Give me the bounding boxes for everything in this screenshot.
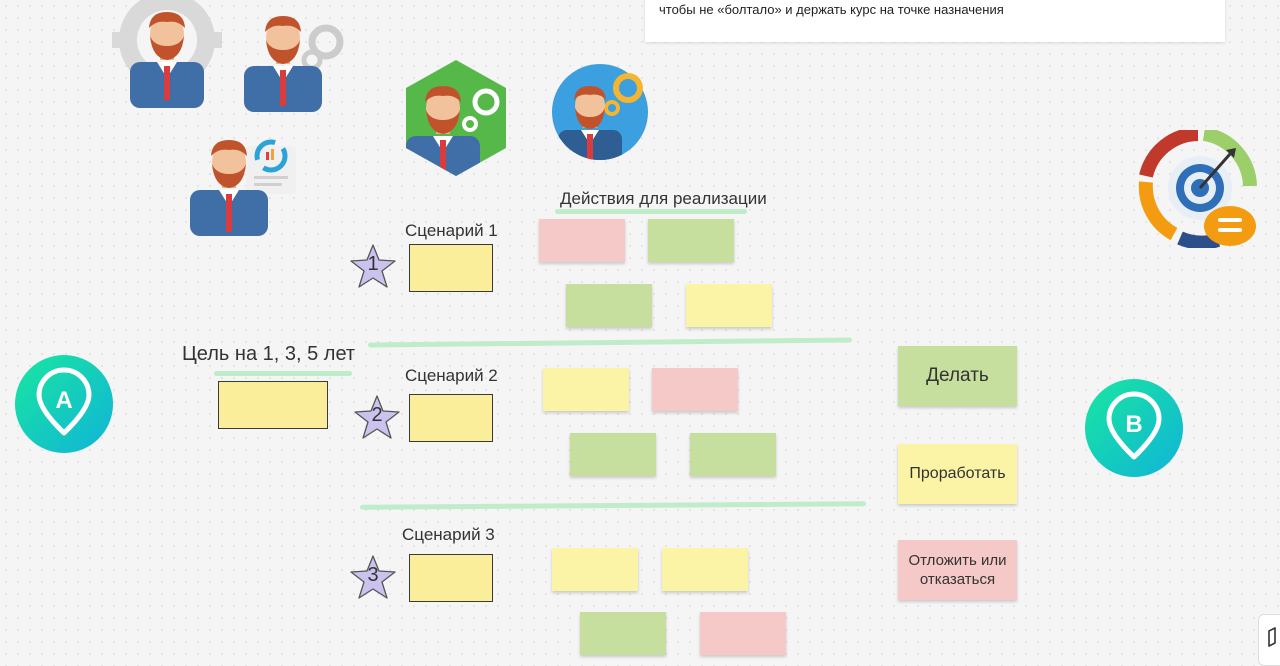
scenario-2-title: Сценарий 2 xyxy=(405,366,498,385)
scenario-3-title: Сценарий 3 xyxy=(402,525,495,544)
scenario-3-action-note[interactable] xyxy=(662,548,748,591)
avatar-chart xyxy=(186,132,302,249)
start-marker-letter: A xyxy=(55,387,72,414)
scenario-3-box[interactable] xyxy=(409,554,493,602)
decision-do[interactable]: Делать xyxy=(898,346,1017,406)
finish-point-marker: B xyxy=(1085,379,1183,477)
scenario-1-action-note[interactable] xyxy=(539,219,625,262)
top-note-card: чтобы не «болтало» и держать курс на точ… xyxy=(645,0,1225,42)
scenario-1-number: 1 xyxy=(367,253,379,275)
avatar-hexagon xyxy=(402,58,510,183)
scenario-2-number: 2 xyxy=(371,404,383,426)
scenario-3-action-note[interactable] xyxy=(580,612,666,655)
scenario-1-action-note[interactable] xyxy=(566,284,652,327)
goal-box[interactable] xyxy=(218,381,328,429)
scenario-1-action-note[interactable] xyxy=(686,284,772,327)
scenario-divider xyxy=(359,501,867,510)
scenario-2-action-note[interactable] xyxy=(570,433,656,476)
goal-underline xyxy=(214,371,352,376)
map-toggle-button[interactable] xyxy=(1258,614,1280,666)
goal-label: Цель на 1, 3, 5 лет xyxy=(182,343,356,365)
decision-postpone[interactable]: Отложить или отказаться xyxy=(898,540,1017,600)
scenario-1-title: Сценарий 1 xyxy=(405,221,498,240)
actions-title: Действия для реализации xyxy=(560,189,767,208)
scenario-1-box[interactable] xyxy=(409,244,493,292)
scenario-2-box[interactable] xyxy=(409,394,493,442)
scenario-1-star: 1 xyxy=(349,243,397,291)
avatar-gear xyxy=(112,0,222,123)
avatar-cogs xyxy=(238,8,350,125)
target-icon xyxy=(1138,127,1262,253)
decision-work-out[interactable]: Проработать xyxy=(898,444,1017,504)
scenario-3-star: 3 xyxy=(349,554,397,602)
scenario-2-action-note[interactable] xyxy=(690,433,776,476)
scenario-divider xyxy=(367,337,853,348)
map-icon xyxy=(1268,627,1276,647)
scenario-2-action-note[interactable] xyxy=(543,368,629,411)
actions-underline xyxy=(555,209,747,214)
scenario-3-number: 3 xyxy=(367,564,379,586)
scenario-1-action-note[interactable] xyxy=(648,219,734,262)
finish-marker-letter: B xyxy=(1125,411,1142,438)
top-note-text: чтобы не «болтало» и держать курс на точ… xyxy=(659,2,1004,17)
scenario-3-action-note[interactable] xyxy=(700,612,786,655)
scenario-2-action-note[interactable] xyxy=(652,368,738,411)
start-point-marker: A xyxy=(15,355,113,453)
avatar-circle xyxy=(550,62,650,167)
scenario-2-star: 2 xyxy=(353,394,401,442)
scenario-3-action-note[interactable] xyxy=(552,548,638,591)
